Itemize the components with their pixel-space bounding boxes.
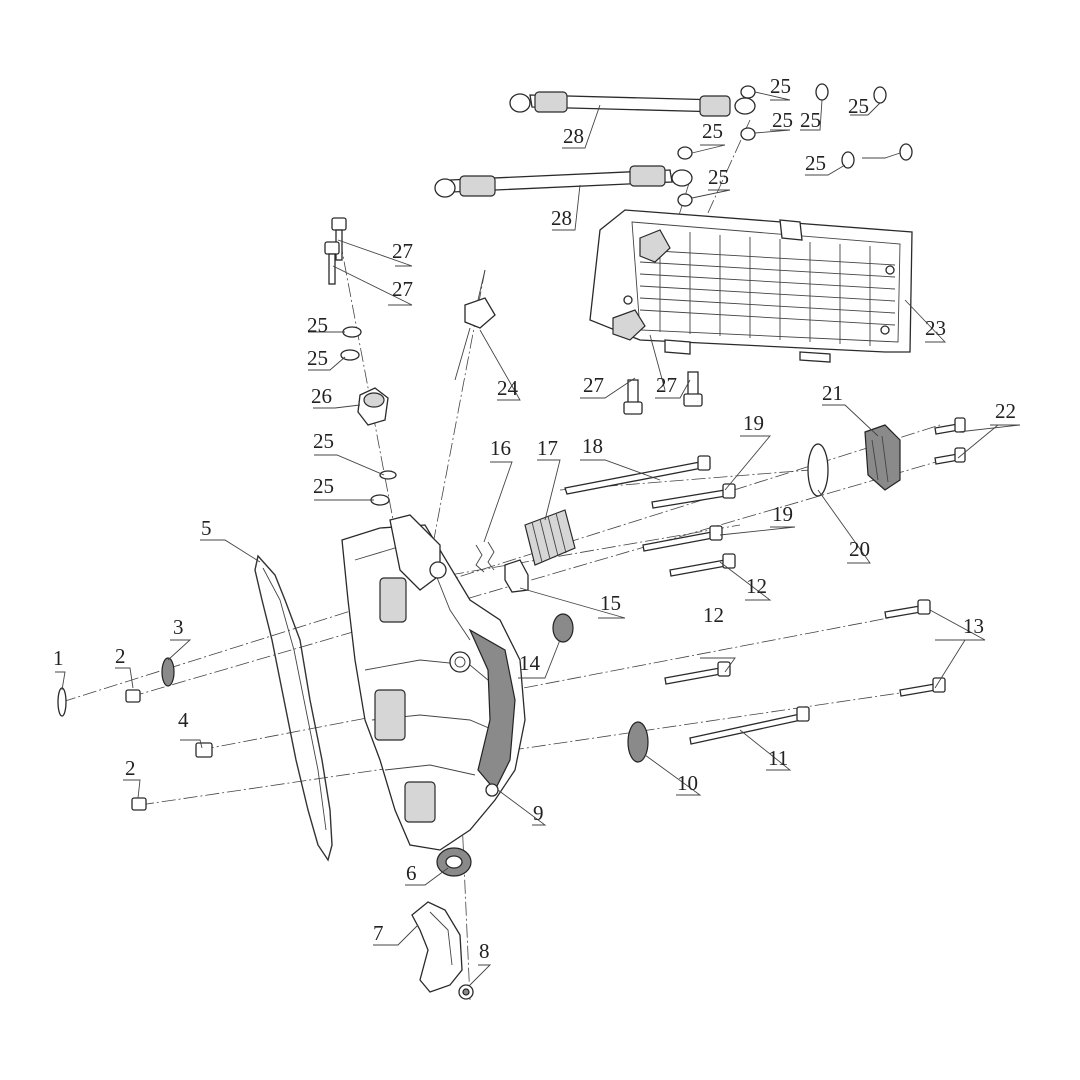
hose-28a-part <box>509 91 756 117</box>
label-16: 16 <box>490 436 511 460</box>
hose-28b-part <box>434 165 693 198</box>
bolt-22b-part <box>934 447 966 465</box>
bolt-13a-part <box>884 599 931 619</box>
joint-26-part <box>357 387 389 426</box>
label-25c: 25 <box>313 429 334 453</box>
bolt-13b-part <box>899 677 946 697</box>
sensor-24-part <box>454 269 496 381</box>
bolt-27b-part <box>324 241 340 285</box>
spring-16-part <box>475 541 495 573</box>
label-19b: 19 <box>772 502 793 526</box>
label-24: 24 <box>497 376 519 400</box>
label-6: 6 <box>406 861 417 885</box>
label-25e: 25 <box>770 74 791 98</box>
label-25d: 25 <box>313 474 334 498</box>
label-28a: 28 <box>563 124 584 148</box>
block-15-part <box>504 559 529 593</box>
label-5: 5 <box>201 516 212 540</box>
label-10: 10 <box>677 771 698 795</box>
label-9: 9 <box>533 801 544 825</box>
label-25a: 25 <box>307 313 328 337</box>
label-1: 1 <box>53 646 64 670</box>
label-27d: 27 <box>656 373 677 397</box>
bolt-27d-part <box>683 371 703 407</box>
label-4: 4 <box>178 708 189 732</box>
label-18: 18 <box>582 434 603 458</box>
bolt-19b-part <box>642 525 723 552</box>
gasket-20-part <box>807 443 829 497</box>
label-25i: 25 <box>800 108 821 132</box>
clip-8-part <box>458 984 474 1000</box>
bolt-12a-part <box>669 553 736 577</box>
orings-25-column <box>340 326 397 506</box>
crankcase-cover-part <box>341 514 526 851</box>
label-19a: 19 <box>743 411 764 435</box>
oil-seal-6-part <box>436 847 472 877</box>
label-14: 14 <box>519 651 541 675</box>
label-17: 17 <box>537 436 558 460</box>
leader-lines <box>55 91 1021 986</box>
part-labels: 1 2 3 4 2 5 6 7 8 9 10 11 12 12 13 14 15… <box>53 74 1016 963</box>
label-8: 8 <box>479 939 490 963</box>
label-15: 15 <box>600 591 621 615</box>
label-20: 20 <box>849 537 870 561</box>
oil-seal-3-part <box>161 657 175 687</box>
label-23: 23 <box>925 316 946 340</box>
gasket-inner-edge <box>262 567 327 831</box>
bolt-11-part <box>689 706 810 745</box>
label-26: 26 <box>311 384 332 408</box>
orings-25-group <box>677 83 913 207</box>
cover-21-part <box>864 424 901 491</box>
label-25g: 25 <box>702 119 723 143</box>
label-28b: 28 <box>551 206 572 230</box>
bolt-27c-part <box>623 379 643 415</box>
gasket-part <box>254 554 333 862</box>
bolt-19a-part <box>651 483 736 509</box>
cap-14-part <box>552 613 574 643</box>
radiator-23-part <box>589 209 913 363</box>
label-13: 13 <box>963 614 984 638</box>
label-27b: 27 <box>392 277 413 301</box>
label-25k: 25 <box>805 151 826 175</box>
label-25b: 25 <box>307 346 328 370</box>
bolt-18-part <box>564 455 711 495</box>
label-11: 11 <box>768 746 788 770</box>
dowel-pin-2b-part <box>131 797 147 811</box>
label-22: 22 <box>995 399 1016 423</box>
label-21: 21 <box>822 381 843 405</box>
label-12a: 12 <box>703 603 724 627</box>
bolt-12b-part <box>664 661 731 685</box>
label-2b: 2 <box>125 756 136 780</box>
seal-10-part <box>627 721 649 763</box>
filter-17-part <box>524 509 576 566</box>
dowel-pin-2a-part <box>125 689 141 703</box>
label-25h: 25 <box>708 165 729 189</box>
label-7: 7 <box>373 921 384 945</box>
label-2a: 2 <box>115 644 126 668</box>
label-12b: 12 <box>746 574 767 598</box>
label-25j: 25 <box>848 94 869 118</box>
label-27c: 27 <box>583 373 604 397</box>
oring-1-part <box>57 687 67 717</box>
dowel-pin-4-part <box>195 742 213 758</box>
label-27a: 27 <box>392 239 413 263</box>
label-3: 3 <box>173 615 184 639</box>
label-25f: 25 <box>772 108 793 132</box>
bracket-7-part <box>411 901 463 993</box>
